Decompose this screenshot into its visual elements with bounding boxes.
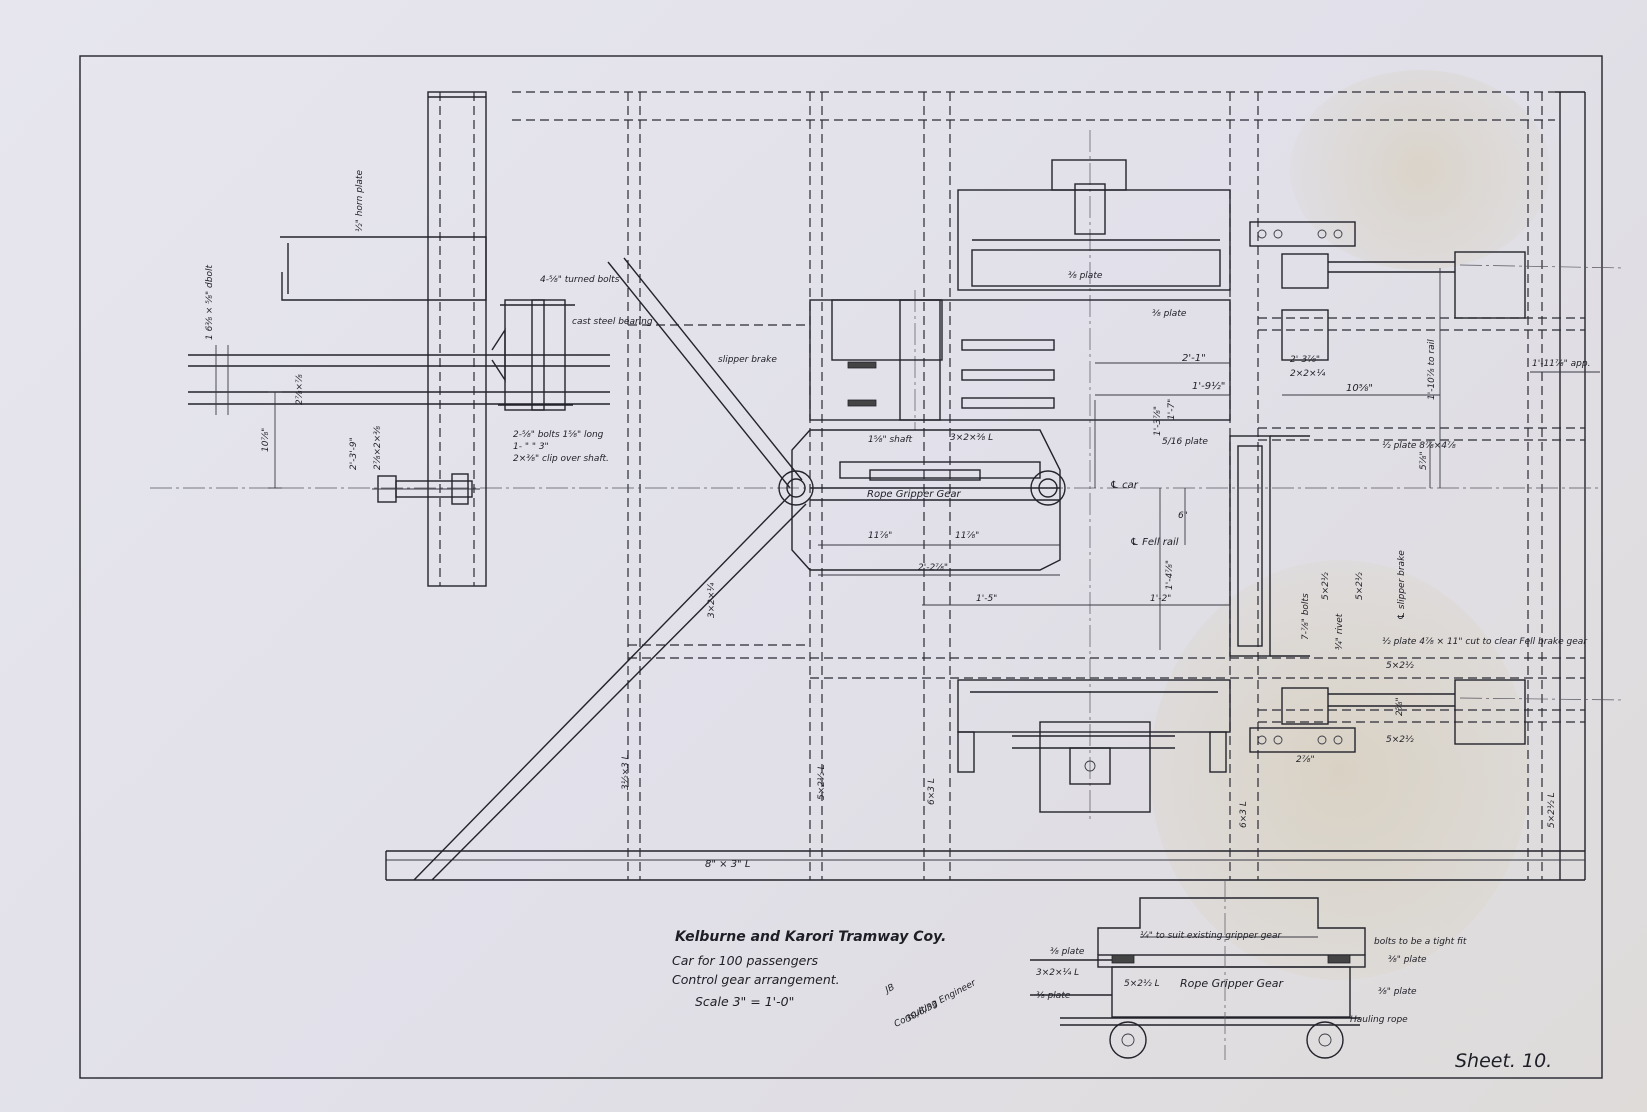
dim-10-left: 10⅞" <box>261 427 271 452</box>
label-angle-detail-2: 5×2½ L <box>1124 979 1160 989</box>
dim-5: 5⅞" <box>1419 451 1429 470</box>
horn-plate-assembly <box>188 91 610 587</box>
dim-1-5: 1'-5" <box>976 594 998 604</box>
dim-6: 6" <box>1178 511 1188 521</box>
label-clip-note: 2×⅜" clip over shaft. <box>513 454 609 464</box>
diagonal-braces <box>413 257 807 881</box>
dim-2-5: 2⅝" <box>1395 697 1405 716</box>
label-angle-6x3: 6×3 L <box>927 778 937 805</box>
label-cast-steel-bearing: cast steel bearing <box>572 317 653 327</box>
dim-3-left: 2⅞×2×⅜ <box>373 426 383 470</box>
title-line-2: Control gear arrangement. <box>672 972 840 987</box>
label-plate-cut: ½ plate 4⅞ × 11" cut to clear Fell brake… <box>1382 637 1587 647</box>
label-plate-detail-2: ⅜" plate <box>1388 955 1427 965</box>
label-horn-plate: ½" horn plate <box>355 170 365 232</box>
title-line-1: Car for 100 passengers <box>672 953 819 968</box>
dim-10-rail: 1'-10⅞ to rail <box>1427 339 1437 400</box>
title-company: Kelburne and Karori Tramway Coy. <box>675 929 947 945</box>
label-plate-5-16: 5/16 plate <box>1162 437 1208 447</box>
label-angle-5x2-b: 5×2½ <box>1386 735 1414 745</box>
dim-2-2: 2'-2⅞" <box>918 563 949 573</box>
label-slipper-brake: slipper brake <box>718 355 777 365</box>
label-angle-3x2-lower: 3×2×¼ <box>707 582 717 618</box>
label-angle-5x2-d: 5×2½ <box>1355 572 1365 600</box>
dim-1-2: 1'-2" <box>1150 594 1172 604</box>
label-to-suit-existing: ¼" to suit existing gripper gear <box>1140 931 1282 941</box>
dim-1-3: 1'-3⅞" <box>1153 405 1163 436</box>
frame-members <box>385 91 1586 881</box>
gripper-gear-detail <box>1030 880 1366 1060</box>
dim-11-a: 11⅞" <box>868 531 893 541</box>
label-bolt-left: 1 6⅜ × ⅝" dbolt <box>205 265 215 340</box>
label-angle-8x3: 8" × 3" L <box>705 859 751 870</box>
label-plate-right: ⅜ plate <box>1152 309 1187 319</box>
gripper-gear <box>778 159 1310 813</box>
dim-2-1: 2'-1" <box>1182 353 1206 364</box>
dim-11-b: 11⅞" <box>955 531 980 541</box>
label-angle-5x2-right: 5×2½ L <box>1547 792 1557 828</box>
label-bolts-note-1: 2-⅝" bolts 1⅝" long <box>513 430 604 440</box>
label-rope-gripper-gear: Rope Gripper Gear <box>867 489 961 500</box>
label-fell-rail-cl: ℄ Fell rail <box>1130 537 1179 548</box>
dim-1-4: 1'-4⅞" <box>1165 559 1175 590</box>
label-angle-2x2: 2×2×¼ <box>1290 369 1326 379</box>
label-rope-gripper-gear-detail: Rope Gripper Gear <box>1180 977 1284 990</box>
sheet-border <box>79 55 1603 1079</box>
dim-1-11: 1'-11⅞" app. <box>1532 359 1591 369</box>
label-plate-8-4: ½ plate 8⅞×4⅞ <box>1382 441 1456 451</box>
dim-2-9: 2'-3⅞" <box>1290 355 1321 365</box>
label-slipper-brake-cl: ℄ slipper brake <box>1397 550 1407 620</box>
label-plate-detail-4: ⅜" plate <box>1378 987 1417 997</box>
label-car-cl: ℄ car <box>1110 480 1138 491</box>
dim-4-left: 2'-3'-9" <box>349 437 359 470</box>
dim-10-5: 10⅝" <box>1346 383 1374 394</box>
dim-1-9: 1'-9½" <box>1192 381 1226 392</box>
label-angle-3x2: 3×2×⅜ L <box>950 433 994 443</box>
dim-2-left: 2⅞×⅞ <box>295 374 305 405</box>
label-angle-3x3-left: 3½×3 L <box>621 754 631 790</box>
title-scale: Scale 3" = 1'-0" <box>695 994 795 1009</box>
label-bolts-vertical: 7-⅞" bolts <box>1301 593 1311 640</box>
paper-stain <box>1150 560 1530 980</box>
paper-stain <box>1290 70 1550 270</box>
label-angle-5x2-mid: 5×2½ L <box>817 764 827 800</box>
label-bolts-note-2: 1- " " 3" <box>513 442 549 452</box>
label-rivet-note: ¾" rivet <box>1335 613 1345 650</box>
dimension-lines <box>818 268 1600 650</box>
label-angle-6x3-b: 6×3 L <box>1239 801 1249 828</box>
label-hauling-rope: Hauling rope <box>1350 1015 1408 1025</box>
label-turned-bolts: 4-⅝" turned bolts <box>540 275 620 285</box>
label-angle-detail-1: 3×2×¼ L <box>1036 968 1080 978</box>
dim-2-a: 2⅞" <box>1296 755 1315 765</box>
center-lines <box>150 130 1626 820</box>
label-shaft: 1⅝" shaft <box>868 435 913 445</box>
label-plate-detail-3: ⅜ plate <box>1036 991 1071 1001</box>
label-plate-top: ⅜ plate <box>1068 271 1103 281</box>
label-angle-5x2-c: 5×2½ <box>1321 572 1331 600</box>
label-bolts-tight: bolts to be a tight fit <box>1374 937 1467 947</box>
dim-1-7: 1'-7" <box>1167 398 1177 420</box>
right-brackets <box>1249 221 1526 753</box>
label-angle-5x2-a: 5×2½ <box>1386 661 1414 671</box>
sheet-number: Sheet. 10. <box>1455 1050 1553 1072</box>
label-plate-detail-1: ⅜ plate <box>1050 947 1085 957</box>
